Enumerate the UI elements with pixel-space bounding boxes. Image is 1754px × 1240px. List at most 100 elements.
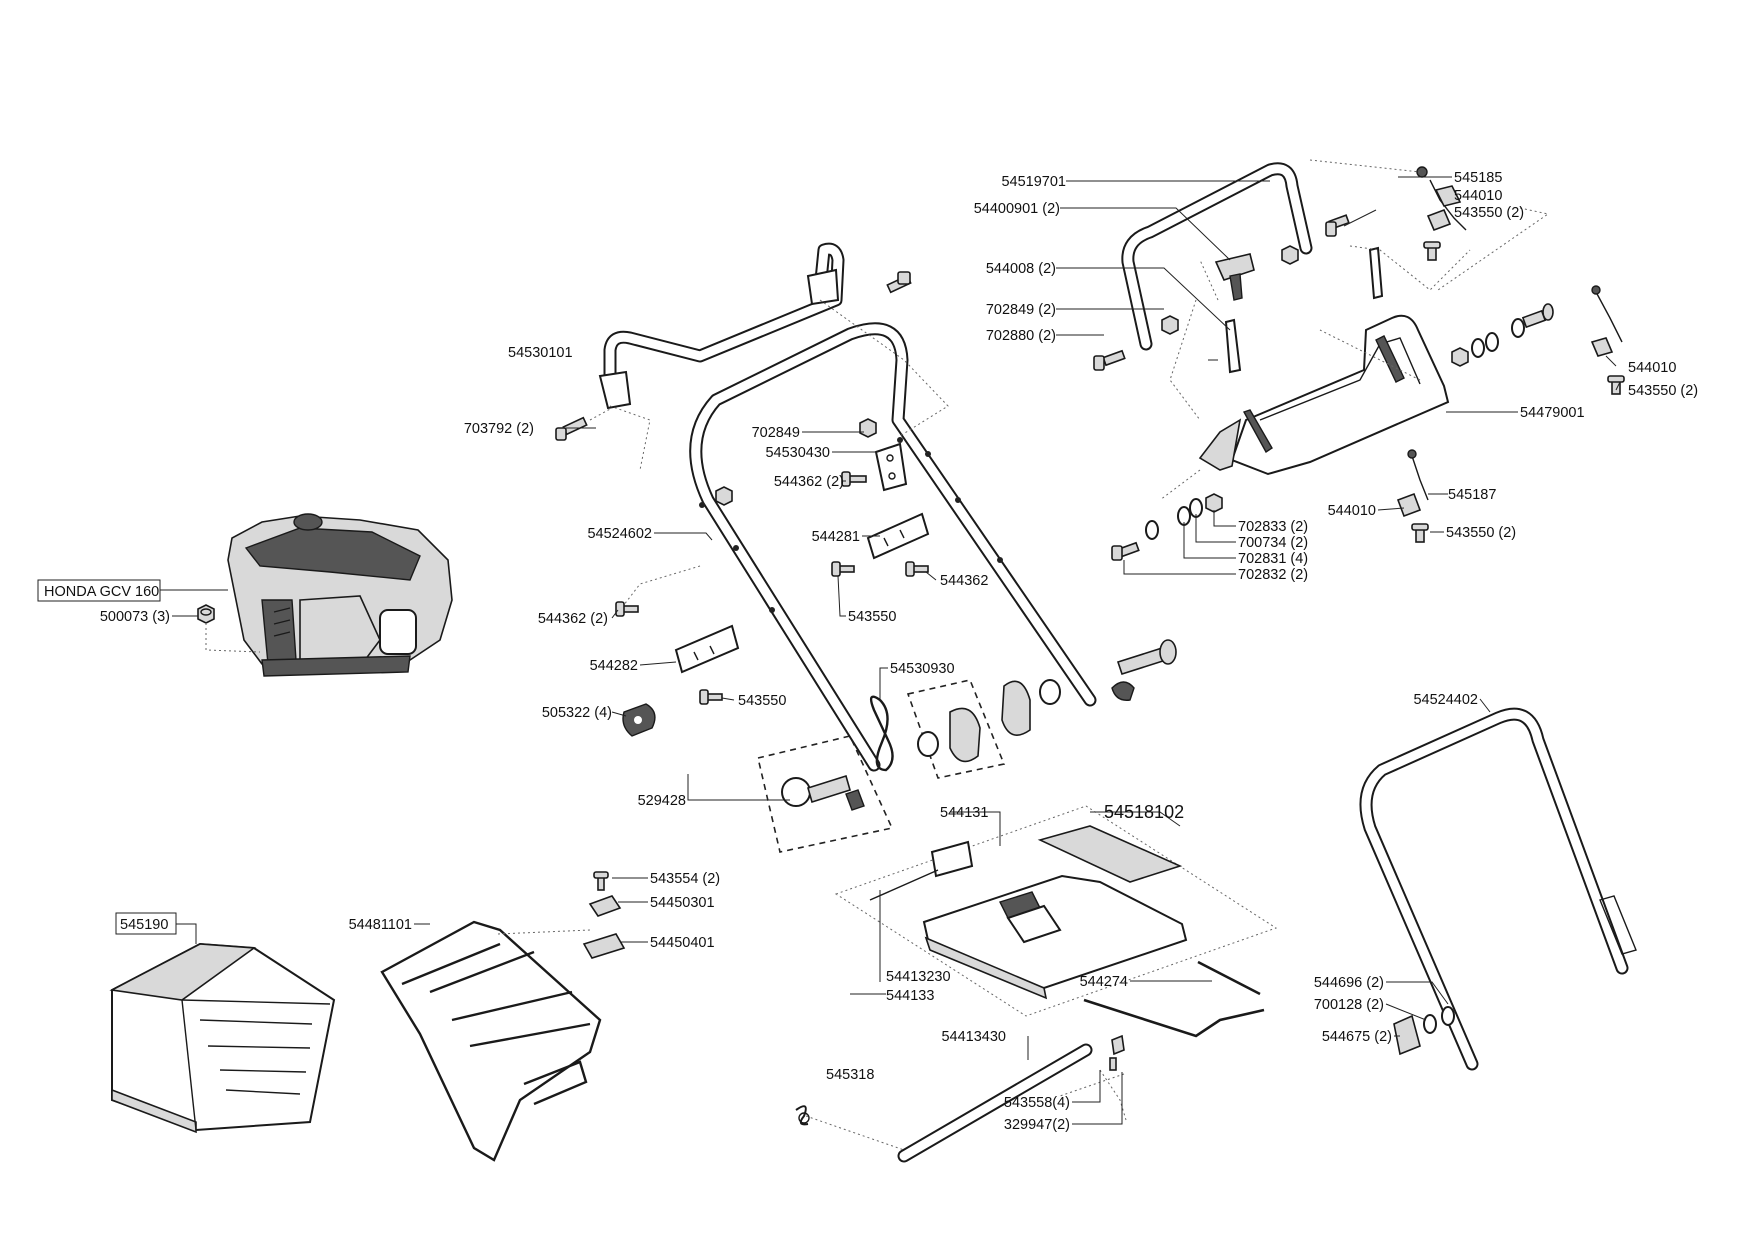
bolt-702880	[1093, 349, 1126, 371]
clip-544010-a	[1426, 208, 1452, 232]
label-700734: 700734 (2)	[1238, 535, 1308, 551]
label-544696: 544696 (2)	[1314, 975, 1384, 991]
clamp-505322	[622, 703, 656, 737]
bolt-top	[886, 271, 912, 294]
label-703792: 703792 (2)	[464, 421, 534, 437]
label-702831: 702831 (4)	[1238, 551, 1308, 567]
label-545187: 545187	[1448, 487, 1496, 503]
label-54530430: 54530430	[765, 445, 830, 461]
plate-544281	[866, 512, 930, 560]
label-544281: 544281	[812, 529, 860, 545]
grass-bag-545190	[109, 942, 336, 1134]
rod-544274	[1083, 960, 1265, 1038]
label-544282: 544282	[590, 658, 638, 674]
label-honda-gcv-160: HONDA GCV 160	[44, 584, 159, 600]
label-544008: 544008 (2)	[986, 261, 1056, 277]
deck-54518102	[834, 805, 1278, 1017]
label-54481101: 54481101	[349, 917, 412, 933]
label-54530101: 54530101	[508, 345, 573, 361]
engine-honda-gcv-160	[227, 513, 453, 677]
plate-544282	[674, 624, 740, 674]
spring-54530930	[869, 695, 894, 772]
label-54519701: 54519701	[1001, 174, 1066, 190]
label-702880: 702880 (2)	[986, 328, 1056, 344]
label-544675: 544675 (2)	[1322, 1029, 1392, 1045]
bracket-54530430	[874, 442, 908, 492]
label-500073: 500073 (3)	[100, 609, 170, 625]
leader-lines	[160, 176, 1621, 1125]
label-54524602: 54524602	[587, 526, 652, 542]
bolt-large	[1111, 639, 1177, 701]
label-543550-e: 543550	[738, 693, 786, 709]
bolt-703792	[555, 416, 588, 441]
label-544362-b: 544362	[940, 573, 988, 589]
label-702849-a: 702849 (2)	[986, 302, 1056, 318]
screw-544362-c	[615, 601, 639, 617]
screw-543558	[1109, 1034, 1125, 1071]
label-54400901: 54400901 (2)	[974, 201, 1060, 217]
nut-702849-a	[1161, 315, 1179, 335]
lever-54400901	[1214, 253, 1255, 301]
control-box-54479001	[1198, 314, 1450, 476]
label-54450401: 54450401	[650, 935, 715, 951]
label-545190: 545190	[120, 917, 168, 933]
label-543550-d: 543550	[848, 609, 896, 625]
screw-543550-b	[1607, 375, 1625, 395]
washers-544696	[1393, 1006, 1455, 1056]
label-545185: 545185	[1454, 170, 1502, 186]
label-700128: 700128 (2)	[1314, 997, 1384, 1013]
label-329947: 329947(2)	[1004, 1117, 1070, 1133]
label-544133: 544133	[886, 988, 934, 1004]
label-544362-c: 544362 (2)	[538, 611, 608, 627]
lower-handle-54524602	[689, 322, 1097, 772]
cable-545185	[1416, 166, 1467, 231]
label-54524402: 54524402	[1413, 692, 1478, 708]
screw-543554	[593, 871, 609, 891]
label-54413430: 54413430	[941, 1029, 1006, 1045]
nut-left	[715, 486, 733, 506]
washers-right	[1451, 303, 1554, 367]
adjust-parts	[906, 679, 1061, 779]
label-54530930: 54530930	[890, 661, 955, 677]
box-545190	[115, 912, 177, 935]
label-544274: 544274	[1080, 974, 1128, 990]
cable-right	[1591, 285, 1623, 343]
label-54518102: 54518102	[1104, 802, 1184, 822]
label-543554: 543554 (2)	[650, 871, 720, 887]
plate-544008	[1224, 246, 1384, 374]
screw-543550-a	[1423, 241, 1441, 261]
label-702832: 702832 (2)	[1238, 567, 1308, 583]
label-545318: 545318	[826, 1067, 874, 1083]
part-labels: 545185 544010 543550 (2) 54519701 544009…	[37, 170, 1698, 1133]
label-702849-b: 702849	[752, 425, 800, 441]
cable-545187	[1407, 449, 1429, 501]
adjust-kit-529428	[757, 735, 894, 853]
screw-544362-a	[841, 471, 867, 487]
label-505322: 505322 (4)	[542, 705, 612, 721]
label-54450301: 54450301	[650, 895, 715, 911]
label-543550-c: 543550 (2)	[1446, 525, 1516, 541]
handle-54524402	[1359, 707, 1637, 1071]
screw-543550-c	[1411, 523, 1429, 543]
plate-544131	[930, 840, 974, 878]
label-702833: 702833 (2)	[1238, 519, 1308, 535]
spring-545318	[795, 1105, 810, 1126]
nut-upper	[1281, 245, 1299, 265]
clip-544010-b	[1590, 337, 1614, 357]
label-543558: 543558(4)	[1004, 1095, 1070, 1111]
screw-544362-b	[905, 561, 929, 577]
screw-543550-d	[831, 561, 855, 577]
handle-bar-54519701	[1121, 162, 1313, 351]
clip-54450401	[582, 933, 626, 959]
handle-bar-54530101	[598, 242, 845, 410]
label-54413230: 54413230	[886, 969, 951, 985]
screw-543550-e	[699, 689, 723, 705]
axle-54413430	[897, 1043, 1093, 1163]
label-544010-b: 544010	[1628, 360, 1676, 376]
label-529428: 529428	[638, 793, 686, 809]
bolt-upper	[1325, 214, 1350, 237]
label-543550-a: 543550 (2)	[1454, 205, 1524, 221]
honda-box	[37, 579, 161, 602]
washers-left	[1111, 493, 1223, 561]
